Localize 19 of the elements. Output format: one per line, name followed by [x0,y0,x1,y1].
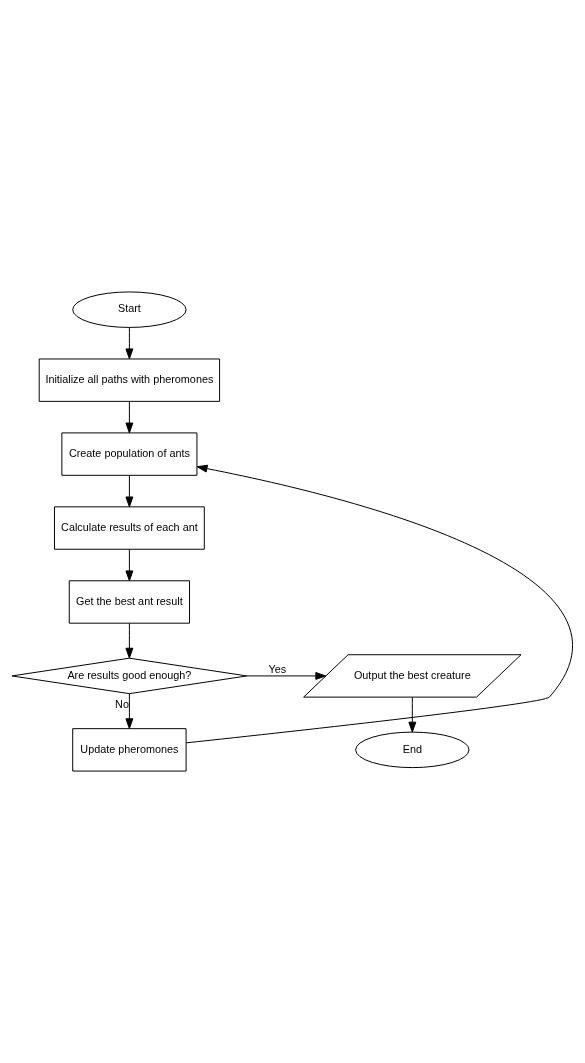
arrow [125,401,134,434]
arrow [125,475,134,508]
edge-label: No [115,698,129,711]
node-box: Create population of ants [61,432,198,476]
arrow [125,622,134,659]
edge-label: Yes [268,662,287,675]
node-diamond: Are results good enough? [11,657,248,695]
arrow [125,548,134,582]
arrow [125,693,134,730]
arrow [246,671,327,680]
node-box: Update pheromones [72,728,187,772]
arrow [125,327,134,360]
node-box: Get the best ant result [68,580,191,624]
node-box: Initialize all paths with pheromones [38,358,221,402]
node-ellipse: End [355,731,470,769]
node-ellipse: Start [72,291,187,328]
node-box: Calculate results of each ant [53,506,205,550]
arrow [408,696,417,733]
arrow [185,464,573,744]
